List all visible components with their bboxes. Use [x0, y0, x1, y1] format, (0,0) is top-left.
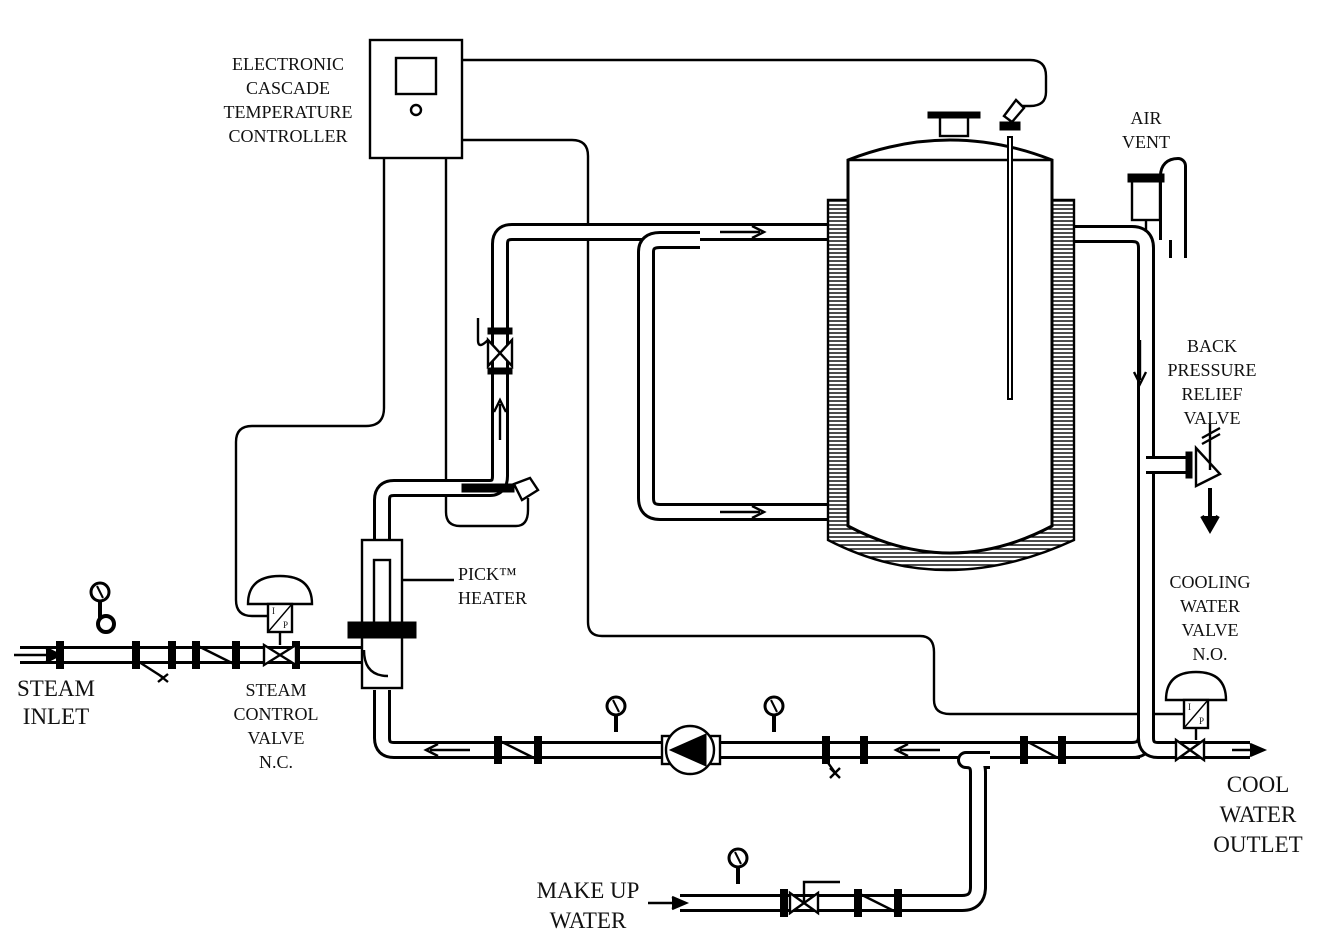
controller-line-1: ELECTRONIC: [232, 54, 344, 74]
label-pick-heater: PICK™ HEATER: [458, 564, 527, 608]
signal-lines: [234, 58, 1186, 716]
pipes: [20, 157, 1250, 912]
actuators: [246, 574, 1228, 740]
air-vent-line-2: VENT: [1122, 132, 1170, 152]
label-steam-inlet: STEAM INLET: [17, 676, 95, 729]
back-pressure-line-4: VALVE: [1183, 408, 1240, 428]
cooling-valve-line-2: WATER: [1180, 596, 1240, 616]
check-valves: [135, 643, 1063, 915]
pick-heater: [347, 538, 454, 690]
back-pressure-line-2: PRESSURE: [1167, 360, 1256, 380]
pressure-gauge-icon: [727, 847, 749, 886]
actuator-i-letter: I: [272, 606, 275, 616]
steam-control-line-1: STEAM: [245, 680, 306, 700]
make-up-water-line-1: MAKE UP: [537, 878, 640, 903]
steam-control-line-2: CONTROL: [234, 704, 319, 724]
label-controller: ELECTRONIC CASCADE TEMPERATURE CONTROLLE…: [223, 54, 352, 146]
air-vent: [1127, 173, 1165, 232]
back-pressure-line-3: RELIEF: [1182, 384, 1243, 404]
flow-arrows: [14, 224, 1268, 911]
cooling-valve-line-4: N.O.: [1193, 644, 1228, 664]
actuator-letters: I P I P: [272, 606, 1204, 726]
pressure-gauge-icon: [605, 695, 627, 734]
pump-icon: [660, 724, 722, 776]
temperature-sensor-icon: [461, 476, 540, 502]
label-steam-control: STEAM CONTROL VALVE N.C.: [234, 680, 319, 772]
pressure-gauges: [89, 581, 785, 886]
temperature-controller: [368, 38, 464, 160]
actuator-i-letter-2: I: [1188, 702, 1191, 712]
cooling-valve-line-1: COOLING: [1170, 572, 1251, 592]
actuator-p-letter-2: P: [1199, 716, 1204, 726]
steam-inlet-line-1: STEAM: [17, 676, 95, 701]
fittings: [56, 327, 1193, 917]
back-pressure-line-1: BACK: [1187, 336, 1237, 356]
cool-water-outlet-line-3: OUTLET: [1213, 832, 1302, 857]
controller-line-3: TEMPERATURE: [223, 102, 352, 122]
actuator-p-letter: P: [283, 620, 288, 630]
pick-heater-line-1: PICK™: [458, 564, 517, 584]
storage-tank: [826, 98, 1076, 572]
steam-inlet-line-2: INLET: [23, 704, 89, 729]
controller-line-4: CONTROLLER: [229, 126, 348, 146]
pressure-gauge-icon: [89, 581, 111, 620]
label-cooling-valve: COOLING WATER VALVE N.O.: [1170, 572, 1251, 664]
cooling-valve-line-3: VALVE: [1181, 620, 1238, 640]
label-make-up-water: MAKE UP WATER: [537, 878, 640, 933]
steam-control-line-3: VALVE: [247, 728, 304, 748]
pick-heater-line-2: HEATER: [458, 588, 527, 608]
steam-control-line-4: N.C.: [259, 752, 293, 772]
cool-water-outlet-line-2: WATER: [1220, 802, 1297, 827]
pressure-gauge-icon: [763, 695, 785, 734]
gate-valves: [262, 318, 1222, 916]
make-up-water-line-2: WATER: [550, 908, 627, 933]
label-cool-water-outlet: COOL WATER OUTLET: [1213, 772, 1302, 857]
label-back-pressure: BACK PRESSURE RELIEF VALVE: [1167, 336, 1256, 428]
label-air-vent: AIR VENT: [1122, 108, 1170, 152]
air-vent-line-1: AIR: [1131, 108, 1162, 128]
cool-water-outlet-line-1: COOL: [1227, 772, 1290, 797]
controller-line-2: CASCADE: [246, 78, 330, 98]
